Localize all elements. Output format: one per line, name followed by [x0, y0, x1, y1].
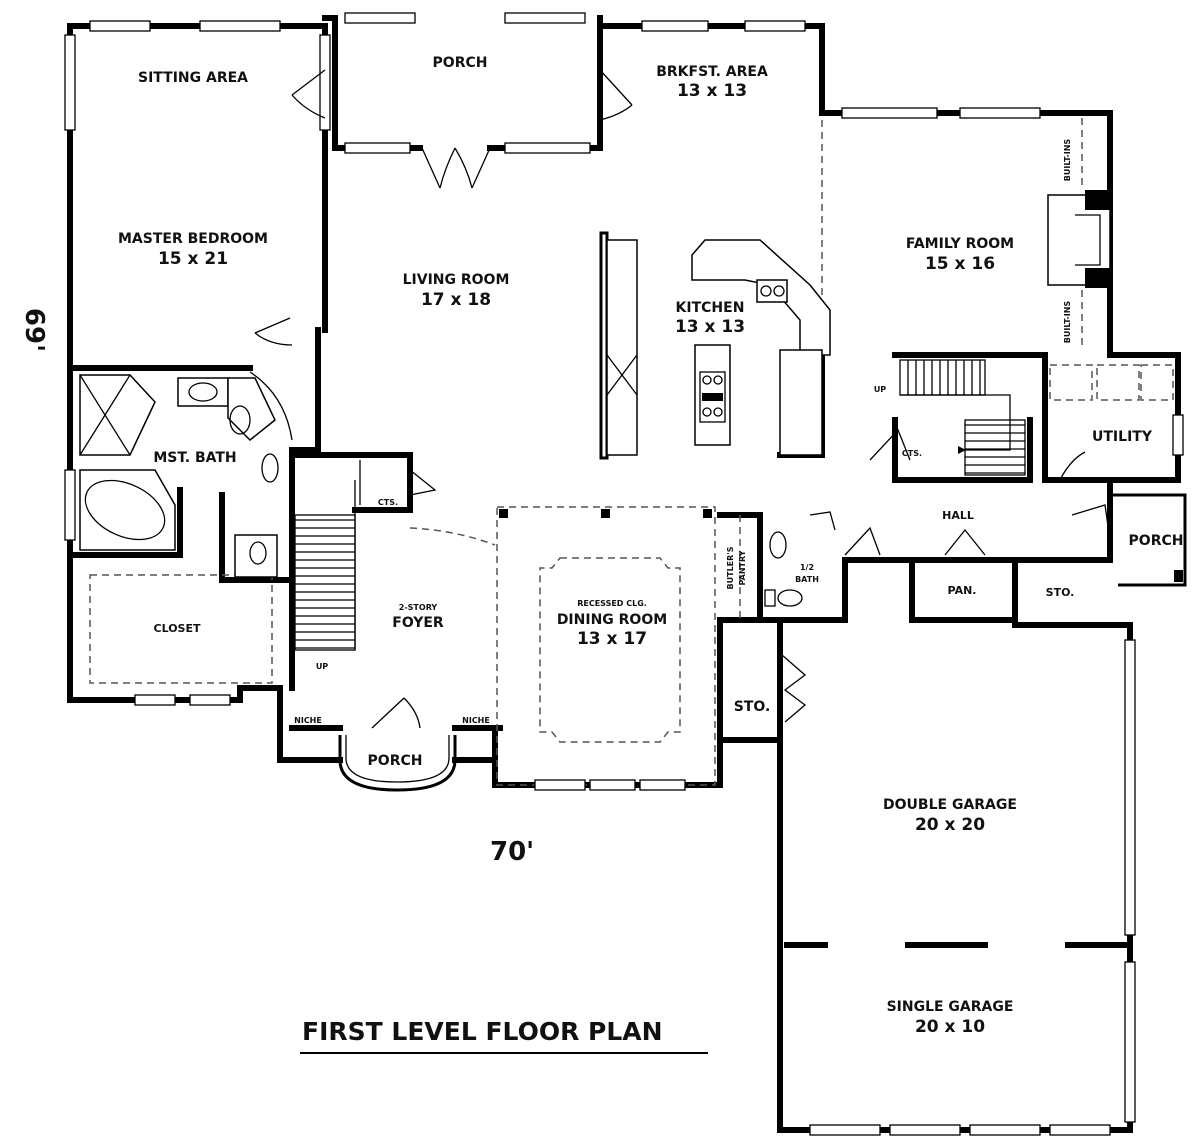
up-hall-label: UP: [874, 385, 886, 394]
front-porch-label: PORCH: [368, 753, 423, 769]
pantry-label: PANTRY: [738, 550, 747, 585]
room-labels: SITTING AREA PORCH BRKFST. AREA 13 x 13 …: [118, 55, 1183, 1037]
plan-annotations: 70' 69' FIRST LEVEL FLOOR PLAN: [19, 308, 663, 1046]
small-labels: BUILT-INS BUILT-INS UP UP CTS. CTS. NICH…: [294, 139, 1072, 725]
foyer-note: 2-STORY: [399, 603, 438, 612]
half-bath-sub: BATH: [795, 575, 819, 584]
master-bedroom-label: MASTER BEDROOM: [118, 231, 268, 247]
breakfast-dims: 13 x 13: [677, 81, 747, 101]
cts-foyer-label: CTS.: [378, 498, 398, 507]
dining-note: RECESSED CLG.: [577, 599, 647, 608]
hall-stairs: [899, 359, 1026, 476]
up-foyer-label: UP: [316, 662, 328, 671]
pantry-closet-label: PAN.: [948, 584, 977, 597]
mst-bath-label: MST. BATH: [153, 450, 236, 466]
dining-room-dims: 13 x 17: [577, 629, 647, 649]
kitchen-dims: 13 x 13: [675, 317, 745, 337]
sitting-area-label: SITTING AREA: [138, 70, 248, 86]
foyer-stairs: [294, 460, 361, 651]
master-bedroom-dims: 15 x 21: [158, 249, 228, 269]
windows: [64, 12, 1184, 1136]
front-porch-bay: [338, 735, 457, 792]
living-room-dims: 17 x 18: [421, 290, 491, 310]
cts-hall-label: CTS.: [902, 449, 922, 458]
hall-label: HALL: [942, 509, 974, 522]
storage-garage-label: STO.: [734, 699, 771, 715]
dining-room-label: DINING ROOM: [557, 612, 667, 628]
kitchen-fixtures: [499, 231, 831, 518]
niche-right-label: NICHE: [462, 716, 490, 725]
fireplace: [1047, 118, 1111, 350]
family-room-dims: 15 x 16: [925, 254, 995, 274]
niche-left-label: NICHE: [294, 716, 322, 725]
utility-details: [1049, 364, 1183, 582]
interior-walls: [67, 147, 1187, 763]
depth-dimension: 69': [19, 308, 49, 352]
single-garage-label: SINGLE GARAGE: [887, 999, 1014, 1015]
double-garage-dims: 20 x 20: [915, 815, 985, 835]
utility-label: UTILITY: [1092, 429, 1153, 445]
storage-hall-label: STO.: [1046, 586, 1075, 599]
side-porch-label: PORCH: [1129, 533, 1184, 549]
rear-porch-label: PORCH: [433, 55, 488, 71]
single-garage-dims: 20 x 10: [915, 1017, 985, 1037]
built-ins-top-label: BUILT-INS: [1063, 139, 1072, 182]
living-room-label: LIVING ROOM: [403, 272, 510, 288]
double-garage-label: DOUBLE GARAGE: [883, 797, 1017, 813]
width-dimension: 70': [490, 837, 534, 867]
kitchen-label: KITCHEN: [676, 300, 745, 316]
built-ins-bottom-label: BUILT-INS: [1063, 301, 1072, 344]
plan-title: FIRST LEVEL FLOOR PLAN: [302, 1017, 663, 1046]
closet-label: CLOSET: [154, 622, 201, 635]
breakfast-label: BRKFST. AREA: [656, 64, 768, 80]
family-room-label: FAMILY ROOM: [906, 236, 1014, 252]
foyer-label: FOYER: [392, 615, 444, 631]
doors: [249, 69, 1111, 729]
bath-fixtures: [79, 374, 803, 607]
butlers-label: BUTLER'S: [726, 546, 735, 589]
half-bath-label: 1/2: [800, 563, 814, 572]
